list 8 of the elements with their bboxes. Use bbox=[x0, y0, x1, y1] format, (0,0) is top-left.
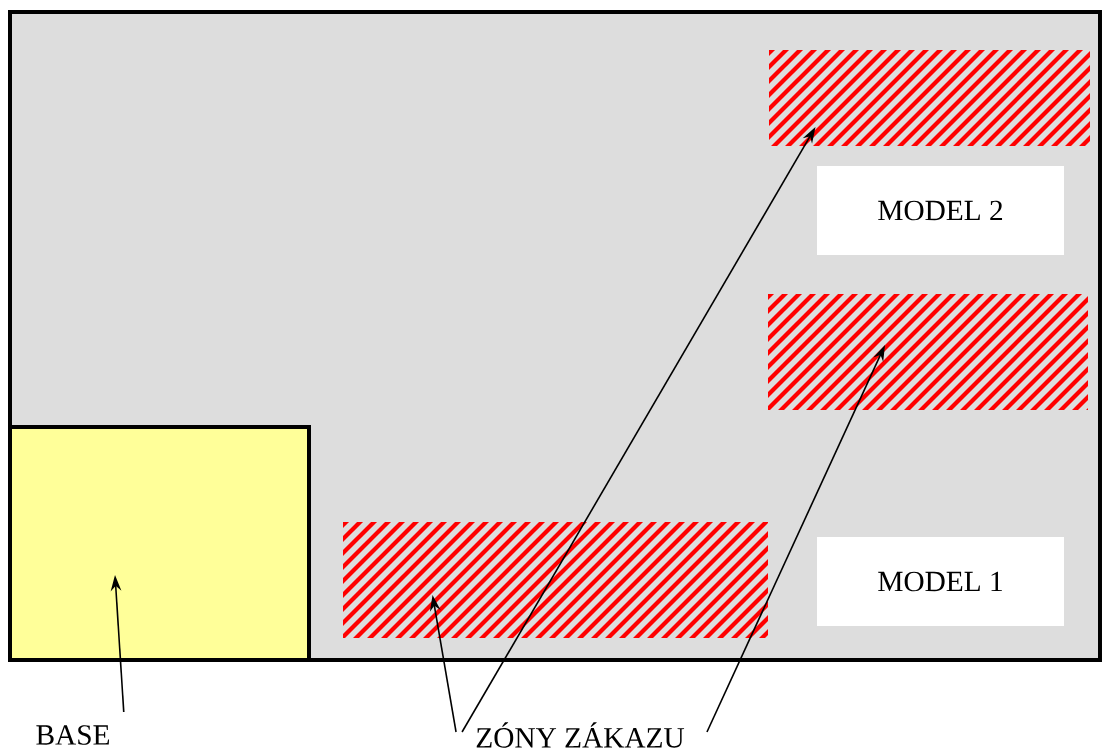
forbidden-zone bbox=[343, 522, 768, 638]
forbidden-zone bbox=[768, 294, 1088, 410]
model-box: MODEL 1 bbox=[817, 537, 1064, 626]
model-box: MODEL 2 bbox=[817, 166, 1064, 255]
zone-label: ZÓNY ZÁKAZU bbox=[476, 722, 685, 748]
base-label: BASE bbox=[36, 725, 110, 745]
forbidden-zone bbox=[769, 50, 1090, 146]
base-box bbox=[10, 425, 311, 660]
